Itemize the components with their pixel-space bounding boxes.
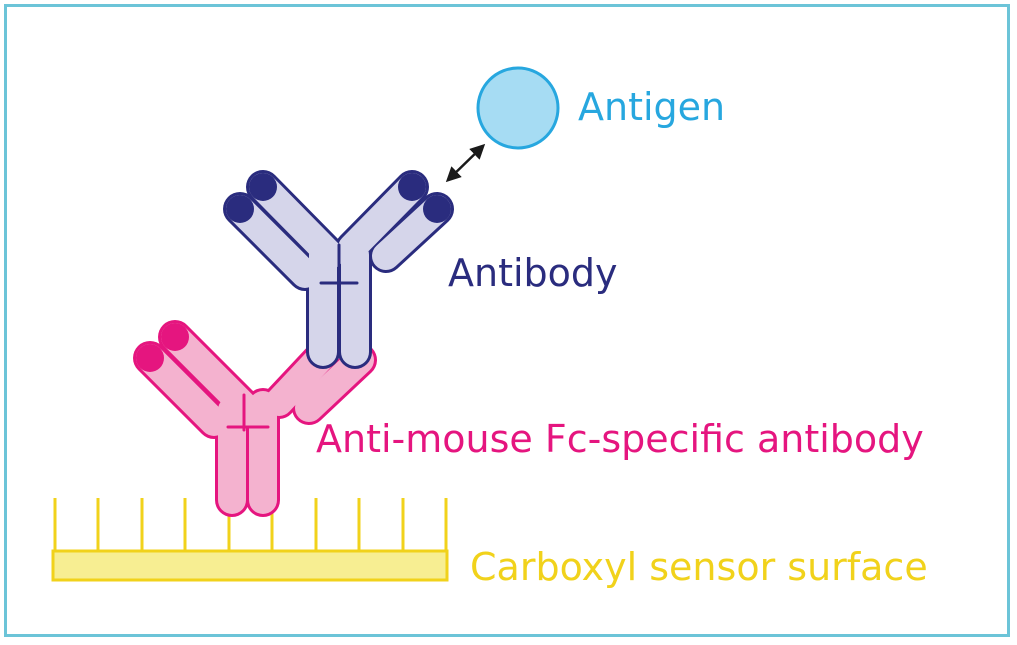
- double-arrow-icon: [445, 143, 486, 183]
- sensor-surface-label: Carboxyl sensor surface: [470, 545, 928, 589]
- sensor-surface-icon: [51, 498, 449, 582]
- antigen-circle-icon: [476, 66, 560, 150]
- diagram-frame: [4, 4, 1010, 637]
- capture-antibody-y-icon: [133, 320, 377, 517]
- antibody-y-icon: [223, 170, 454, 369]
- antigen-label: Antigen: [578, 85, 726, 129]
- capture-antibody-label: Anti-mouse Fc-specific antibody: [316, 417, 924, 461]
- antibody-label: Antibody: [448, 251, 618, 295]
